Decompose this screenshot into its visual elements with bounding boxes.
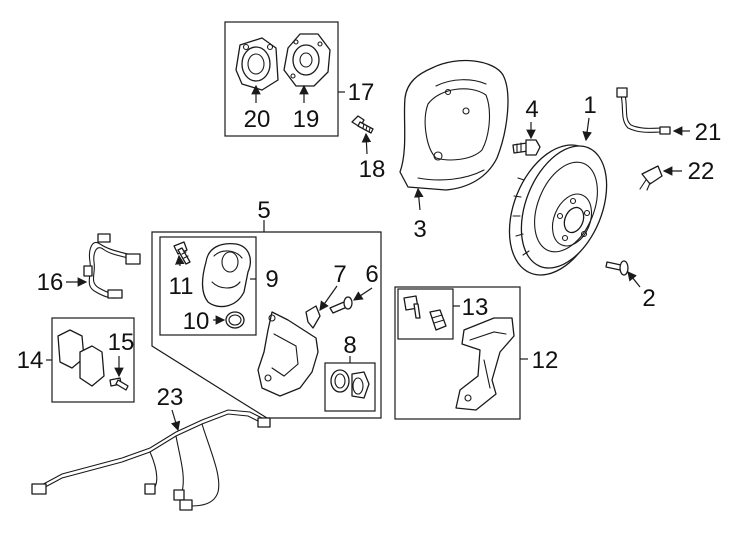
screw-part-15[interactable] bbox=[109, 377, 129, 391]
callout-7: 7 bbox=[333, 261, 346, 288]
callout-9: 9 bbox=[265, 266, 278, 293]
abs-sensor-cable-part-16[interactable] bbox=[83, 233, 141, 299]
box-13 bbox=[397, 288, 454, 340]
caliper-housing-part-9[interactable] bbox=[201, 242, 251, 308]
box-12 bbox=[394, 286, 521, 420]
brake-pad-part-14[interactable] bbox=[57, 329, 105, 387]
callout-8: 8 bbox=[343, 332, 356, 359]
callout-2: 2 bbox=[642, 285, 655, 312]
caliper-carrier-part-12[interactable] bbox=[455, 317, 515, 411]
callout-12: 12 bbox=[532, 347, 559, 374]
callout-1: 1 bbox=[583, 92, 596, 119]
callout-16: 16 bbox=[37, 269, 64, 296]
bolt-part-18[interactable] bbox=[351, 115, 374, 134]
callout-17: 17 bbox=[348, 79, 375, 106]
seal-ring-part-10[interactable] bbox=[225, 311, 245, 329]
wiring-harness-part-23[interactable] bbox=[31, 409, 271, 511]
bolt-part-11[interactable] bbox=[173, 241, 191, 265]
callout-11: 11 bbox=[169, 273, 194, 300]
callout-18: 18 bbox=[359, 156, 386, 183]
callout-15: 15 bbox=[108, 329, 135, 356]
callout-labels: 1 2 3 4 5 6 7 8 9 10 11 12 13 14 15 16 1… bbox=[17, 79, 722, 411]
callout-23: 23 bbox=[157, 384, 184, 411]
piston-seal-part-8[interactable] bbox=[330, 369, 370, 399]
brake-rotor-part-1[interactable] bbox=[492, 131, 624, 289]
screw-part-2[interactable] bbox=[605, 260, 629, 276]
box-9 bbox=[159, 236, 257, 336]
wear-sensor-cable-part-21[interactable] bbox=[616, 87, 671, 135]
callout-21: 21 bbox=[695, 119, 722, 146]
box-17 bbox=[224, 21, 339, 137]
brake-splash-shield-part-3[interactable] bbox=[399, 59, 509, 191]
bolt-part-4[interactable] bbox=[512, 139, 541, 156]
callout-4: 4 bbox=[525, 96, 538, 123]
leader-lines bbox=[46, 84, 690, 432]
callout-5: 5 bbox=[257, 197, 270, 224]
callout-22: 22 bbox=[688, 158, 715, 185]
callout-20: 20 bbox=[244, 106, 271, 133]
callout-14: 14 bbox=[17, 347, 44, 374]
callout-13: 13 bbox=[462, 294, 489, 321]
sensor-clip-part-22[interactable] bbox=[639, 165, 663, 191]
wheel-hub-part-19[interactable] bbox=[283, 33, 331, 87]
wheel-bearing-part-20[interactable] bbox=[235, 37, 279, 91]
caliper-bracket-part-5[interactable] bbox=[257, 311, 319, 397]
guide-bolt-part-13[interactable] bbox=[403, 295, 447, 331]
clip-part-7[interactable] bbox=[305, 305, 321, 329]
callout-19: 19 bbox=[293, 106, 320, 133]
callout-6: 6 bbox=[365, 261, 378, 288]
callout-3: 3 bbox=[413, 216, 426, 243]
guide-pin-part-6[interactable] bbox=[329, 296, 353, 314]
callout-10: 10 bbox=[183, 308, 210, 335]
